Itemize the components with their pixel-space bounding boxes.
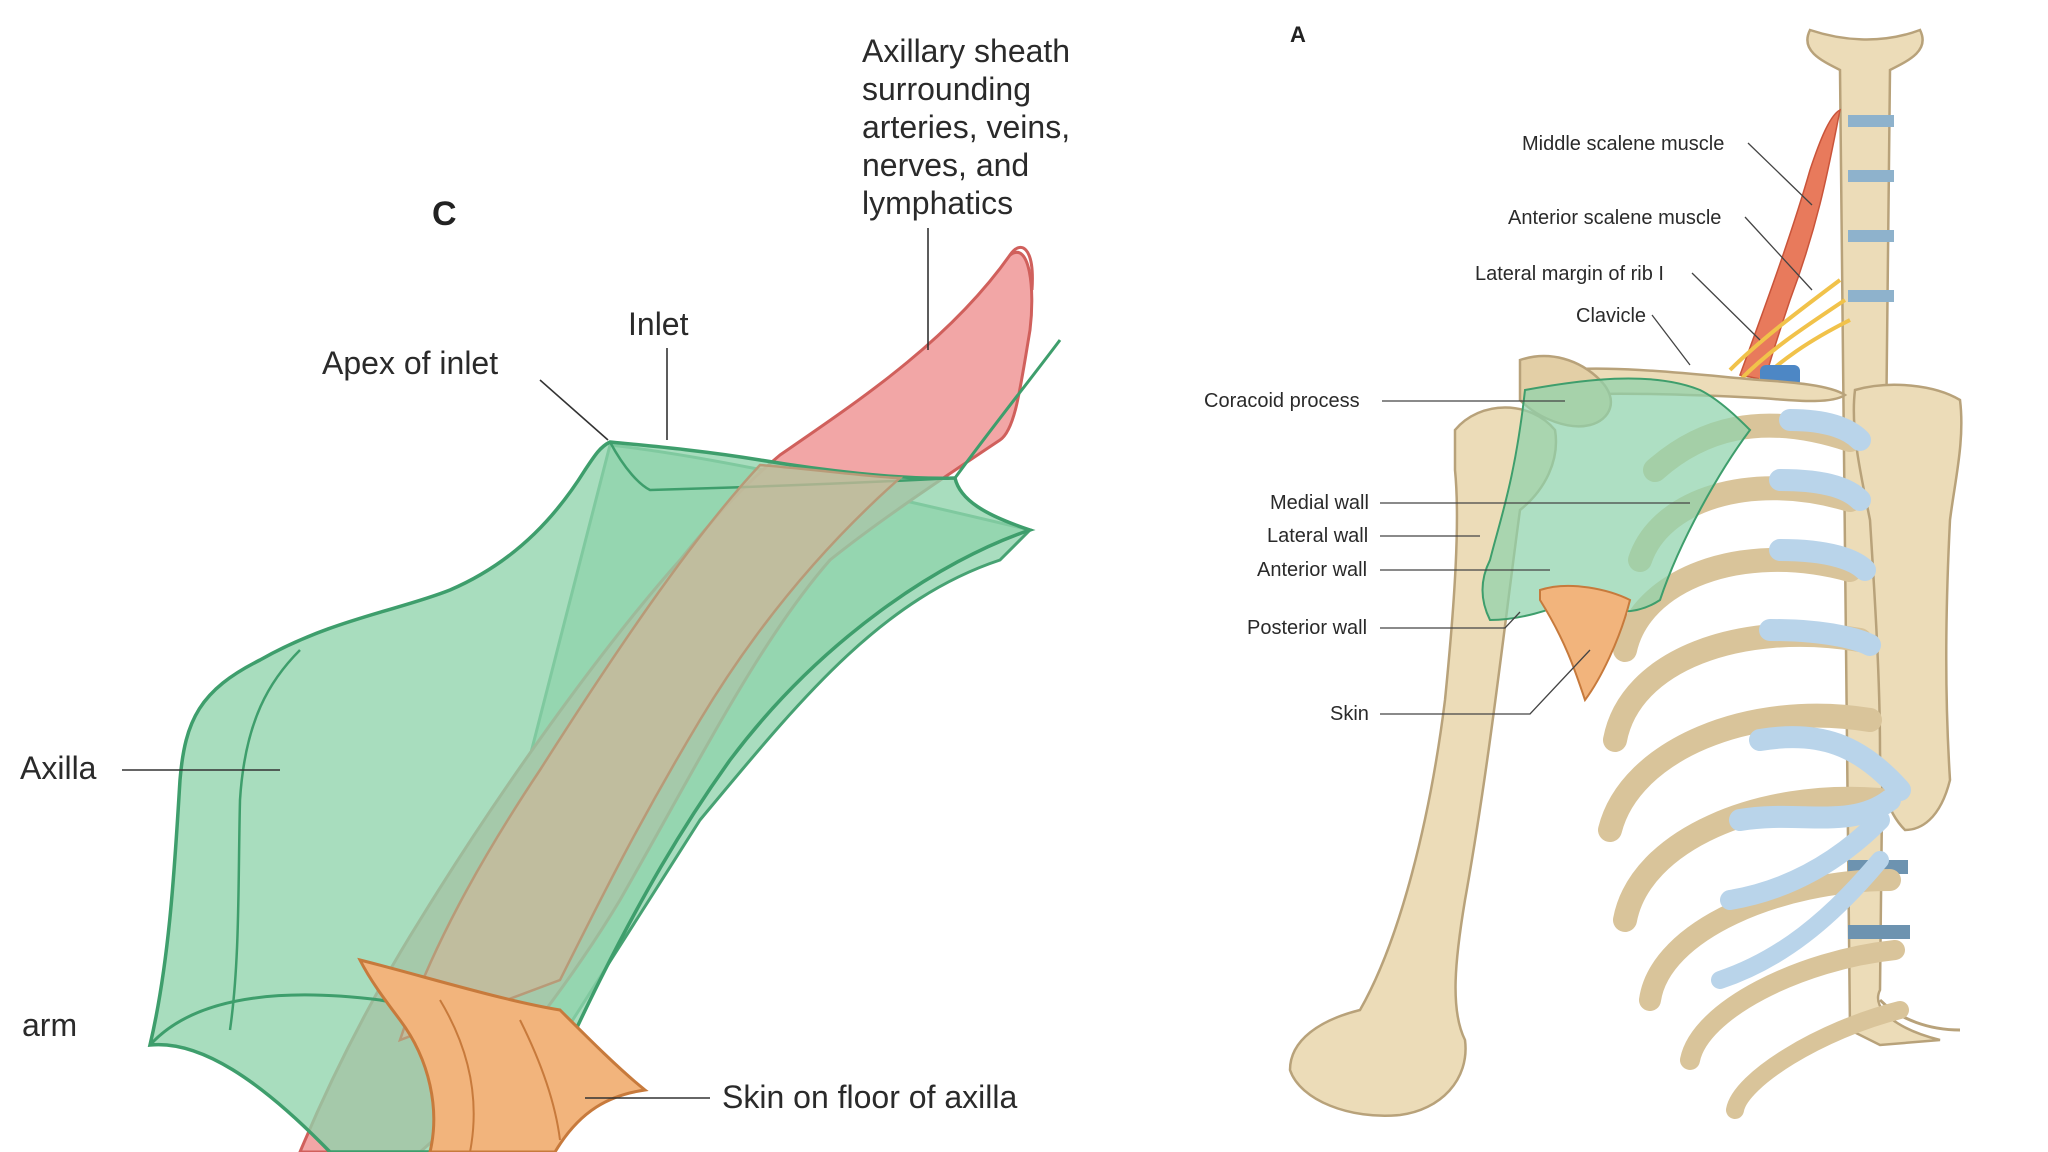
axilla-outer-line	[953, 339, 1062, 479]
posterior-wall-label: Posterior wall	[1247, 617, 1367, 639]
axilla-region	[1481, 377, 1752, 622]
arm-label: arm	[22, 1007, 77, 1043]
apex-label: Apex of inlet	[322, 345, 498, 381]
skin-floor	[357, 957, 649, 1152]
axilla-label: Axilla	[20, 750, 97, 786]
rib1-leader	[1691, 272, 1761, 341]
skin-floor-label: Skin on floor of axilla	[722, 1079, 1017, 1115]
sheath-top-opening	[1008, 245, 1034, 291]
skin-label: Skin	[1330, 703, 1369, 725]
panel-c: C Axillary sheath surrounding arteries, …	[20, 33, 1079, 1152]
rib1-label: Lateral margin of rib I	[1475, 263, 1664, 285]
posterior-wall-leader	[1380, 611, 1521, 629]
apex-leader	[539, 379, 609, 441]
anterior-wall-label: Anterior wall	[1257, 559, 1367, 581]
axillary-sheath-label: Axillary sheath surrounding arteries, ve…	[862, 33, 1079, 221]
medial-wall-label: Medial wall	[1270, 492, 1369, 514]
anterior-scalene-leader	[1744, 216, 1813, 291]
clavicle-label: Clavicle	[1576, 305, 1646, 327]
sheath-through-axilla	[397, 463, 904, 1043]
lateral-wall-label: Lateral wall	[1267, 525, 1368, 547]
skin-floor-fold	[439, 999, 561, 1152]
skin-leader	[1380, 649, 1591, 715]
clavicle-leader	[1651, 314, 1691, 366]
coracoid-label: Coracoid process	[1204, 390, 1360, 412]
axilla-skin	[1539, 584, 1632, 703]
panel-a: A Middle scalene muscle Anterior scalene…	[1204, 22, 1963, 1119]
middle-scalene-leader	[1747, 142, 1813, 206]
panel-c-letter: C	[432, 195, 457, 233]
panel-a-letter: A	[1290, 22, 1306, 47]
inlet-label: Inlet	[628, 306, 689, 342]
anterior-scalene-label: Anterior scalene muscle	[1508, 207, 1721, 229]
middle-scalene-label: Middle scalene muscle	[1522, 133, 1724, 155]
rib-cage	[1598, 409, 1911, 1119]
axilla-back-edge	[228, 649, 301, 1031]
